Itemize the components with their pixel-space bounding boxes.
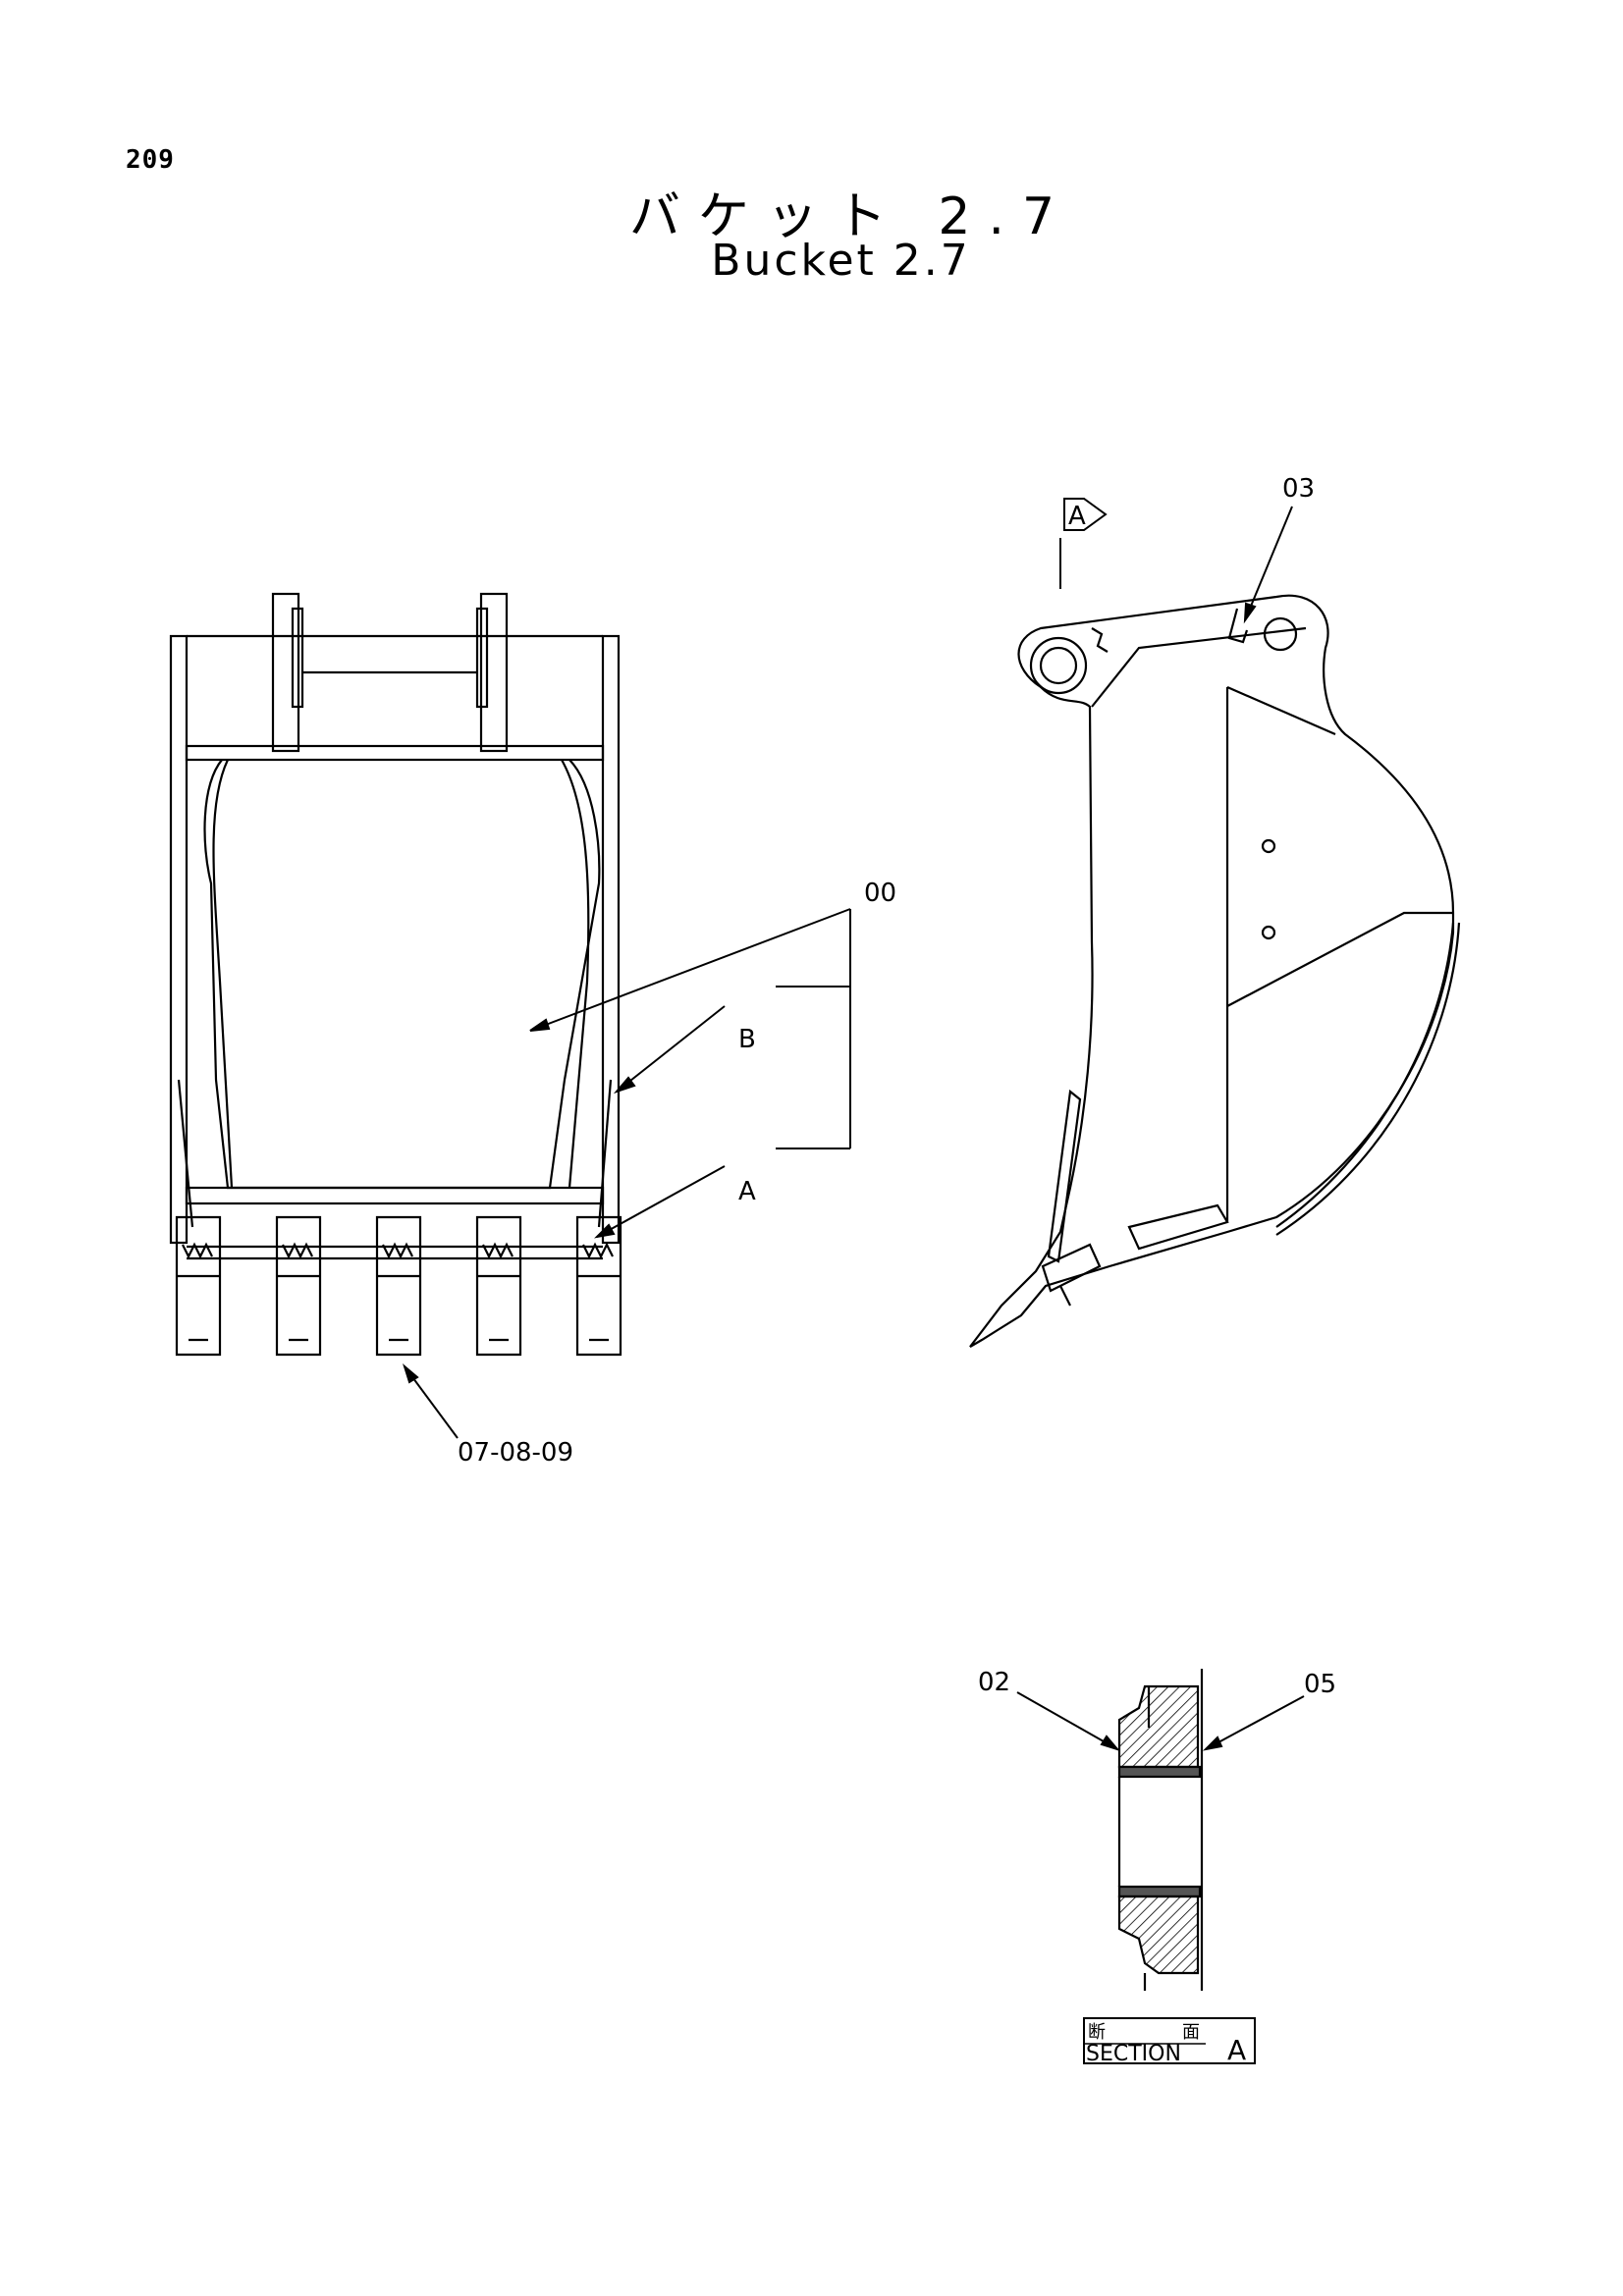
callout-07-08-09: 07-08-09: [458, 1438, 573, 1468]
callout-00: 00: [864, 879, 896, 908]
bucket-front-view: [169, 592, 622, 1357]
callout-05: 05: [1304, 1670, 1336, 1699]
view-marker-a: [1059, 498, 1108, 589]
tooth-5: [575, 1215, 622, 1357]
callout-03: 03: [1282, 474, 1315, 504]
callout-B: B: [738, 1025, 756, 1054]
leader-lines-front: [403, 908, 851, 1439]
title-japanese: バケット 2.7: [628, 187, 1073, 246]
title-english: Bucket 2.7: [711, 236, 971, 286]
tooth-3: [375, 1215, 422, 1357]
bucket-side-view: [969, 594, 1461, 1348]
section-label-japanese-left: 断: [1088, 2022, 1106, 2043]
section-label-box: [1083, 2017, 1256, 2064]
leader-03: [1243, 506, 1293, 624]
section-a-detail: [1117, 1669, 1204, 1991]
section-label-english: SECTION: [1086, 2042, 1181, 2066]
tooth-2: [275, 1215, 322, 1357]
leader-lines-section: [1016, 1691, 1305, 1751]
section-label-letter: A: [1227, 2034, 1246, 2066]
tooth-1: [175, 1215, 222, 1357]
callout-A: A: [738, 1177, 756, 1206]
tooth-4: [475, 1215, 522, 1357]
section-label-japanese-right: 面: [1182, 2022, 1200, 2043]
callout-02: 02: [978, 1668, 1010, 1697]
view-marker-label: A: [1068, 502, 1086, 531]
page-number: 209: [126, 145, 175, 175]
